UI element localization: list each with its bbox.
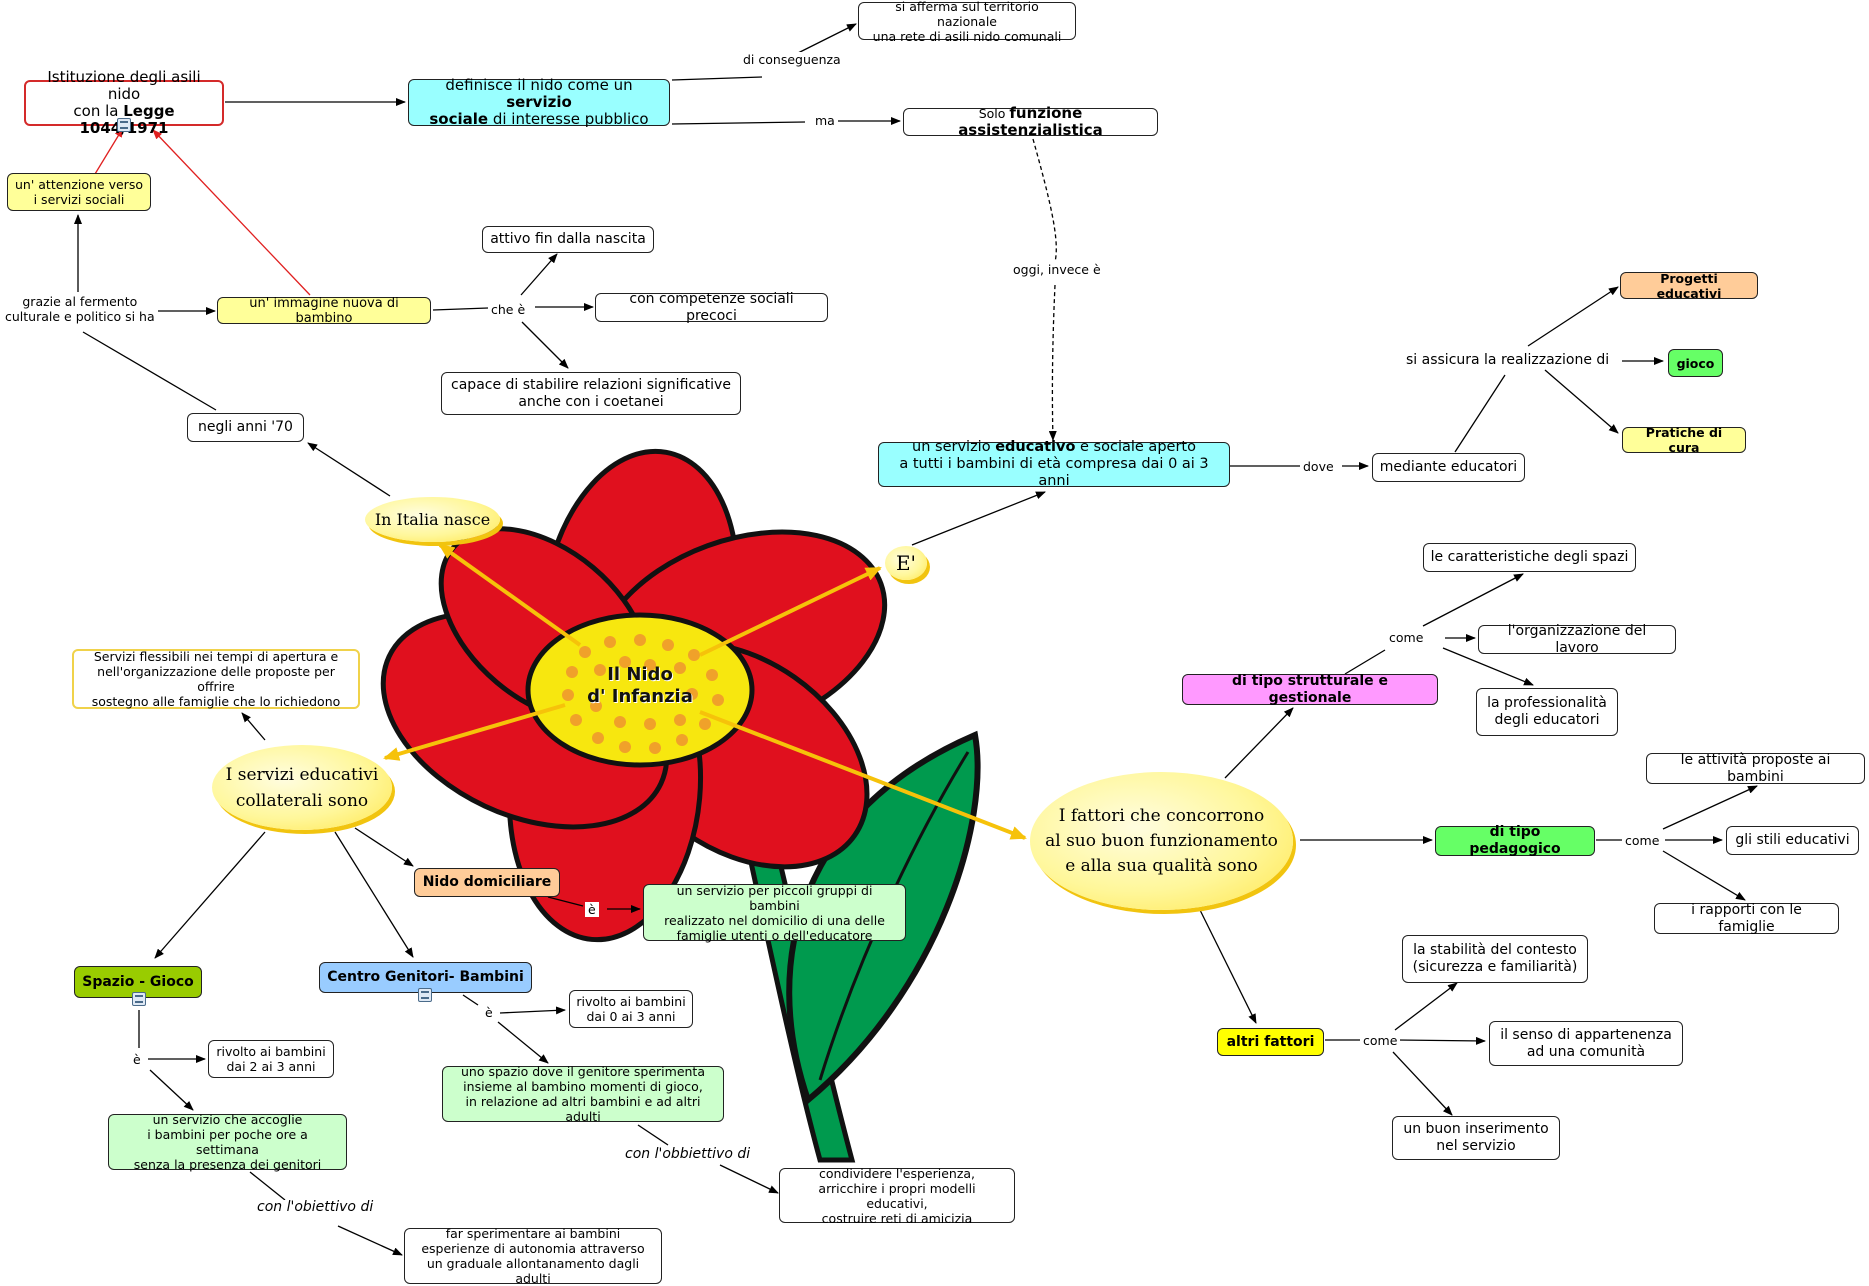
node-gioco[interactable]: gioco xyxy=(1668,349,1723,377)
main-arrows xyxy=(383,543,1027,840)
connectors xyxy=(74,23,1758,1256)
node-stabilita[interactable]: la stabilità del contesto (sicurezza e f… xyxy=(1402,935,1588,983)
node-far-sperimentare[interactable]: far sperimentare ai bambini esperienze d… xyxy=(404,1226,662,1286)
node-nido-domiciliare[interactable]: Nido domiciliare xyxy=(414,868,560,897)
node-professionalita[interactable]: la professionalità degli educatori xyxy=(1476,688,1618,736)
bubble-fattori[interactable]: I fattori che concorrono al suo buon fun… xyxy=(1030,772,1293,910)
red-arrows xyxy=(94,127,311,296)
node-educatori[interactable]: mediante educatori xyxy=(1372,453,1525,482)
node-inserimento[interactable]: un buon inserimento nel servizio xyxy=(1392,1116,1560,1160)
node-solo-funzione[interactable]: Solo funzione assistenzialistica xyxy=(903,105,1158,139)
node-pratiche[interactable]: Pratiche di cura xyxy=(1622,425,1746,455)
node-istituzione[interactable]: Istituzione degli asili nido con la Legg… xyxy=(24,69,224,137)
label-come: come xyxy=(1386,630,1427,645)
node-rivolto-2-3[interactable]: rivolto ai bambini dai 2 ai 3 anni xyxy=(208,1040,334,1078)
node-piccoli-gruppi[interactable]: un servizio per piccoli gruppi di bambin… xyxy=(643,883,906,943)
node-altri-fattori[interactable]: altri fattori xyxy=(1217,1028,1324,1056)
bubble-servizi-collaterali[interactable]: I servizi educativi collaterali sono xyxy=(212,745,392,830)
note-icon[interactable] xyxy=(117,118,131,132)
label-come: come xyxy=(1622,833,1663,848)
note-icon[interactable] xyxy=(418,988,432,1002)
label-come: come xyxy=(1360,1033,1401,1048)
node-flessibili[interactable]: Servizi flessibili nei tempi di apertura… xyxy=(72,649,360,709)
node-progetti[interactable]: Progetti educativi xyxy=(1620,271,1758,301)
label-dove: dove xyxy=(1300,459,1337,474)
node-anni-70[interactable]: negli anni '70 xyxy=(187,413,304,442)
label-e: è xyxy=(482,1005,496,1020)
node-capace[interactable]: capace di stabilire relazioni significat… xyxy=(441,372,741,415)
bubble-e[interactable]: E' xyxy=(885,546,927,580)
label-oggi-invece: oggi, invece è xyxy=(1010,262,1104,277)
label-e: è xyxy=(130,1052,144,1067)
note-icon[interactable] xyxy=(132,992,146,1006)
label-grazie-fermento: grazie al fermento culturale e politico … xyxy=(2,294,158,324)
node-condividere[interactable]: condividere l'esperienza, arricchire i p… xyxy=(779,1166,1015,1226)
node-immagine-bambino[interactable]: un' immagine nuova di bambino xyxy=(217,296,431,326)
node-rivolto-0-3[interactable]: rivolto ai bambini dai 0 ai 3 anni xyxy=(569,990,693,1028)
label-con-obbiettivo: con l'obbiettivo di xyxy=(622,1147,754,1162)
center-title: Il Nido d' Infanzia xyxy=(587,664,693,707)
node-attivita[interactable]: le attività proposte ai bambini xyxy=(1646,752,1865,785)
node-attenzione[interactable]: un' attenzione verso i servizi sociali xyxy=(7,173,151,211)
node-strutturale[interactable]: di tipo strutturale e gestionale xyxy=(1182,673,1438,706)
node-uno-spazio[interactable]: uno spazio dove il genitore sperimenta i… xyxy=(442,1064,724,1124)
node-competenze[interactable]: con competenze sociali precoci xyxy=(595,291,828,324)
node-pedagogico[interactable]: di tipo pedagogico xyxy=(1435,824,1595,857)
label-e: è xyxy=(585,902,599,917)
node-rete-asili[interactable]: si afferma sul territorio nazionale una … xyxy=(858,0,1076,44)
node-centro-genitori[interactable]: Centro Genitori- Bambini xyxy=(319,962,532,993)
bubble-in-italia-nasce[interactable]: In Italia nasce xyxy=(365,497,500,542)
node-rapporti[interactable]: i rapporti con le famiglie xyxy=(1654,902,1839,935)
label-che-e: che è xyxy=(488,302,529,317)
node-attivo[interactable]: attivo fin dalla nascita xyxy=(482,226,654,253)
node-senso-appartenenza[interactable]: il senso di appartenenza ad una comunità xyxy=(1489,1021,1683,1066)
node-servizio-educativo[interactable]: un servizio educativo e sociale aperto a… xyxy=(878,439,1230,489)
node-stili[interactable]: gli stili educativi xyxy=(1726,826,1859,855)
label-con-obiettivo: con l'obiettivo di xyxy=(254,1200,377,1215)
flower-center xyxy=(525,612,755,768)
label-si-assicura: si assicura la realizzazione di xyxy=(1403,353,1613,368)
label-ma: ma xyxy=(812,113,838,128)
label-di-conseguenza: di conseguenza xyxy=(740,52,844,67)
node-caratteristiche-spazi[interactable]: le caratteristiche degli spazi xyxy=(1423,543,1636,572)
node-organizzazione[interactable]: l'organizzazione del lavoro xyxy=(1478,623,1676,656)
node-accoglie[interactable]: un servizio che accoglie i bambini per p… xyxy=(108,1112,347,1172)
